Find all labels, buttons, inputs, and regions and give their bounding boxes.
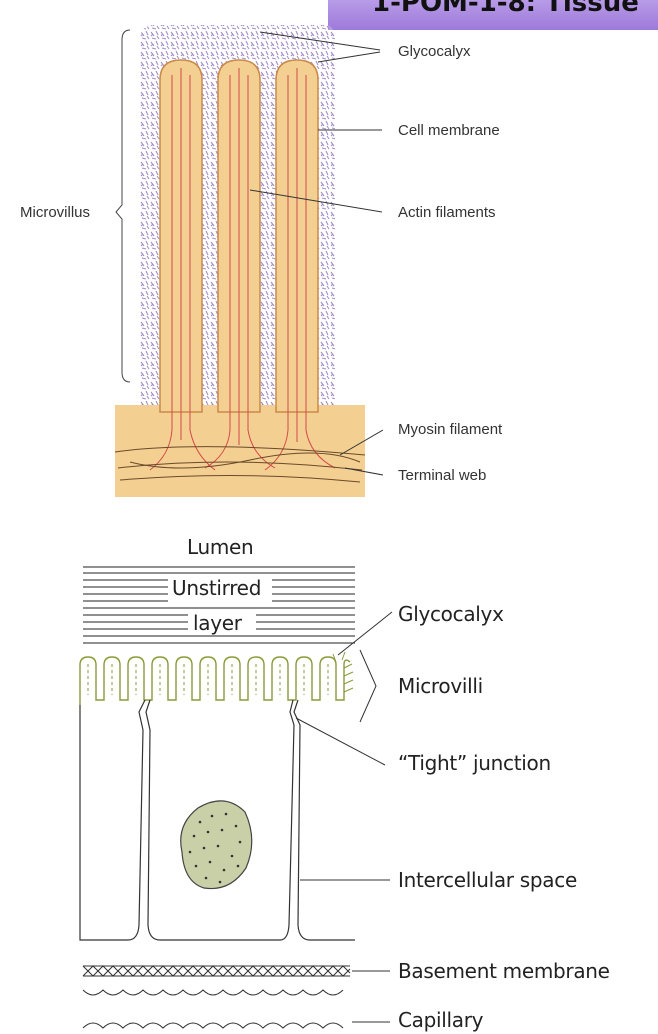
bottom-leader-lines: [295, 611, 393, 1023]
terminal-web: [114, 446, 366, 483]
glycocalyx-fuzz: [332, 651, 354, 693]
label-lumen: Lumen: [187, 535, 254, 559]
top-leader-lines: [249, 31, 384, 476]
label-layer: layer: [193, 611, 242, 635]
label-unstirred: Unstirred: [172, 576, 262, 600]
title-banner: 1-POM-1-8: Tissue: [328, 0, 658, 30]
cell-outlines: [79, 699, 355, 941]
cell-apex: [115, 405, 365, 497]
label-microvillus: Microvillus: [20, 204, 91, 221]
label-terminal-web: Terminal web: [398, 467, 487, 484]
label-capillary: Capillary: [398, 1008, 484, 1032]
unstirred-layer-lines: [83, 566, 355, 644]
label-glycocalyx-bottom: Glycocalyx: [398, 602, 504, 626]
label-glycocalyx-top: Glycocalyx: [398, 43, 471, 60]
capillary-wall: [82, 989, 344, 1029]
label-myosin-filament: Myosin filament: [398, 421, 503, 438]
label-microvilli: Microvilli: [398, 674, 483, 698]
label-actin-filaments: Actin filaments: [398, 204, 496, 221]
basement-membrane: [82, 965, 351, 977]
label-cell-membrane: Cell membrane: [398, 122, 500, 139]
nucleus: [180, 800, 253, 890]
microvillus-bracket: [115, 29, 131, 383]
villus-core-dashes: [87, 664, 329, 695]
banner-title: 1-POM-1-8: Tissue: [372, 0, 639, 18]
label-basement-membrane: Basement membrane: [398, 959, 610, 983]
microvilli-border: [79, 656, 351, 705]
label-intercellular-space: Intercellular space: [398, 868, 577, 892]
label-tight-junction: “Tight” junction: [398, 751, 551, 775]
